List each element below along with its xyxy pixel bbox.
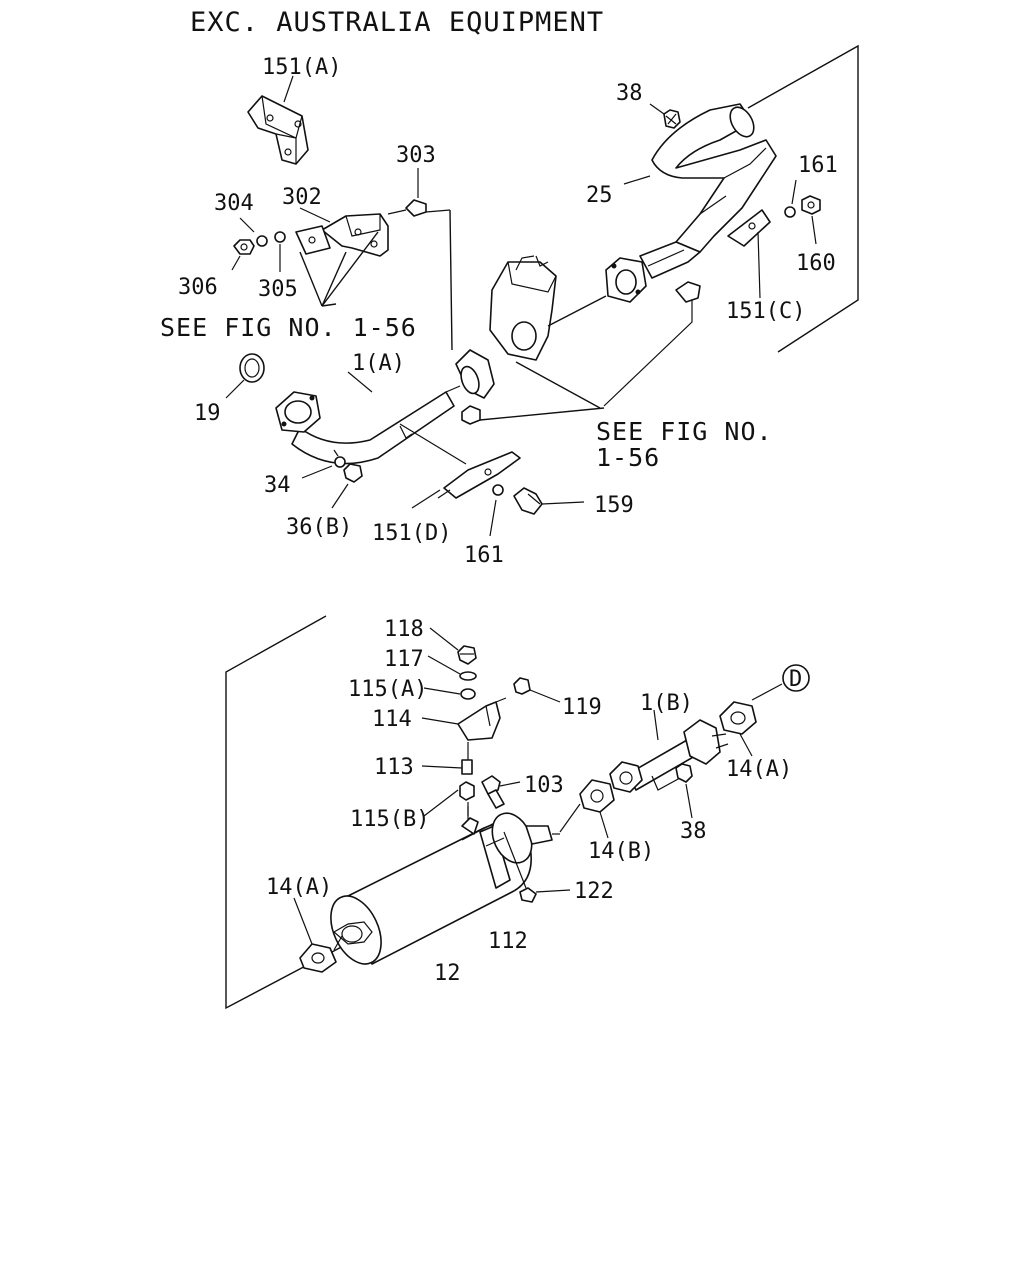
label-1b: 1(B) [640,691,693,716]
label-14b: 14(B) [588,839,654,864]
label-14a-right: 14(A) [726,757,792,782]
upper-boundary-line [747,44,859,353]
label-113: 113 [374,755,414,780]
upper-mid-boundary-line [449,209,453,351]
label-119: 119 [562,695,602,720]
bolt-159 [513,487,543,515]
stud-bolt [675,281,701,303]
see-fig-reference-upper: SEE FIG NO. 1-56 [160,313,417,342]
lower-boundary-line [225,615,367,1010]
nut-118 [457,645,477,665]
callout-d-circle: D [782,664,810,692]
callout-d-letter: D [789,667,802,692]
label-103: 103 [524,773,564,798]
label-306: 306 [178,275,218,300]
gasket-14a-right [719,701,757,735]
label-1a: 1(A) [352,351,405,376]
see-fig-reference-right-line2: 1-56 [596,443,660,472]
label-302: 302 [282,185,322,210]
label-151a: 151(A) [262,55,341,80]
label-36b: 36(B) [286,515,352,540]
heat-shield-bracket-302 [295,213,389,257]
stud-113 [461,759,473,775]
nut-160 [801,195,821,215]
bolt-303 [387,199,427,217]
label-115a: 115(A) [348,677,427,702]
bracket-151a [247,95,309,165]
rubber-115b [459,781,475,801]
label-38-bottom: 38 [680,819,707,844]
gasket-14b [579,779,615,813]
label-34: 34 [264,473,291,498]
lower-assembly: D [225,615,810,1010]
washer-305 [274,231,286,243]
manifold-block [489,255,557,361]
nut-306 [233,239,255,255]
rubber-115a [460,688,476,700]
hanger-bracket-114 [457,697,507,741]
washer-34 [334,456,346,468]
label-25: 25 [586,183,613,208]
label-38-top: 38 [616,81,643,106]
label-304: 304 [214,191,254,216]
washer-117 [459,671,477,681]
label-118: 118 [384,617,424,642]
label-159: 159 [594,493,634,518]
gasket-19 [239,353,265,383]
label-305: 305 [258,277,298,302]
label-151d: 151(D) [372,521,451,546]
washer-161-bottom [492,484,504,496]
washer-161-top [784,206,796,218]
tail-pipe-1b [609,719,729,793]
nut-36b [343,463,363,483]
see-fig-reference-right-line1: SEE FIG NO. [596,417,773,446]
bolt-122 [519,887,537,903]
label-160: 160 [796,251,836,276]
diagram-title: EXC. AUSTRALIA EQUIPMENT [190,7,604,38]
nut-38-top [663,109,681,129]
label-115b: 115(B) [350,807,429,832]
nut-119 [513,677,531,695]
front-pipe-25 [605,103,777,303]
nut-38-bottom [675,763,693,783]
washer-304 [256,235,268,247]
muffler-12 [330,806,560,965]
label-122: 122 [574,879,614,904]
label-303: 303 [396,143,436,168]
label-19: 19 [194,401,221,426]
label-117: 117 [384,647,424,672]
upper-assembly: SEE FIG NO. 1-56 [160,44,859,568]
bracket-151d [443,451,521,499]
front-pipe-1a [275,349,495,465]
label-12: 12 [434,961,461,986]
label-14a-left: 14(A) [266,875,332,900]
label-161-top: 161 [798,153,838,178]
label-151c: 151(C) [726,299,805,324]
label-112: 112 [488,929,528,954]
bracket-151c [727,209,771,247]
bolt-103 [481,775,505,809]
nut-manifold [461,405,481,425]
label-161-bottom: 161 [464,543,504,568]
label-114: 114 [372,707,412,732]
gasket-14a-left [299,943,337,973]
